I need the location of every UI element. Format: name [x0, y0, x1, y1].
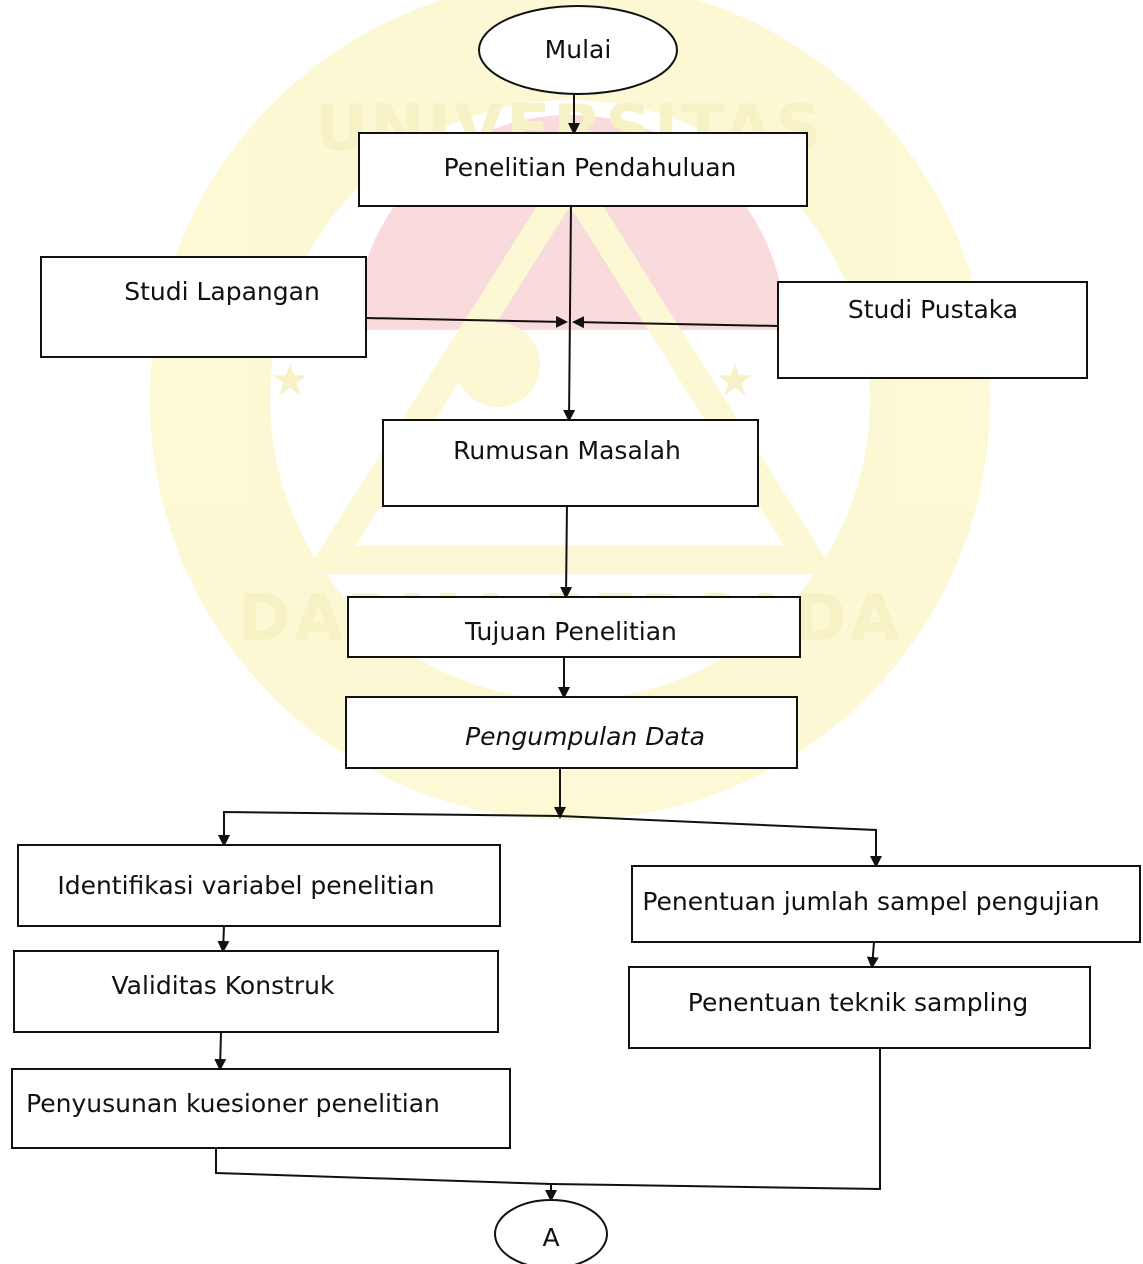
studi-pustaka-label: Studi Pustaka	[848, 295, 1018, 324]
penyusunan-kuesioner-label: Penyusunan kuesioner penelitian	[26, 1089, 440, 1118]
penentuan-teknik-sampling-label: Penentuan teknik sampling	[688, 988, 1028, 1017]
rumusan-masalah-box: Rumusan Masalah	[382, 419, 759, 507]
connector-a-label: A	[542, 1223, 559, 1252]
start-label: Mulai	[545, 35, 612, 64]
edge-pustaka-to-junction	[572, 316, 779, 329]
edge-merge-right	[550, 1048, 881, 1191]
studi-pustaka-box: Studi Pustaka	[777, 281, 1088, 379]
studi-lapangan-box: Studi Lapangan	[40, 256, 367, 358]
edge-lapangan-to-junction	[365, 315, 568, 328]
tujuan-penelitian-box: Tujuan Penelitian	[347, 596, 801, 658]
edge-rumusan-to-tujuan	[560, 502, 573, 599]
edge-jumlah-to-teknik	[866, 941, 879, 969]
edge-split-left	[218, 810, 561, 847]
penentuan-jumlah-sampel-label: Penentuan jumlah sampel pengujian	[642, 887, 1099, 916]
edge-validitas-to-penyusunan	[214, 1031, 227, 1071]
edge-merge-left	[215, 1148, 552, 1185]
validitas-konstruk-label: Validitas Konstruk	[112, 971, 336, 1000]
connector-a-terminal: A	[494, 1199, 608, 1264]
edge-pendahuluan-to-rumusan	[563, 203, 576, 422]
pengumpulan-data-box: Pengumpulan Data	[345, 696, 798, 769]
penentuan-jumlah-sampel-box: Penentuan jumlah sampel pengujian	[631, 865, 1141, 943]
star-icon: ★	[715, 355, 754, 406]
tujuan-penelitian-label: Tujuan Penelitian	[464, 617, 677, 646]
edge-split-right	[559, 815, 882, 868]
penentuan-teknik-sampling-box: Penentuan teknik sampling	[628, 966, 1091, 1049]
edge-identifikasi-to-validitas	[217, 925, 230, 953]
star-icon: ★	[270, 355, 309, 406]
identifikasi-variabel-label: Identifikasi variabel penelitian	[57, 871, 434, 900]
penelitian-pendahuluan-box: Penelitian Pendahuluan	[358, 132, 808, 207]
validitas-konstruk-box: Validitas Konstruk	[13, 950, 499, 1033]
pengumpulan-data-label: Pengumpulan Data	[465, 722, 705, 751]
start-terminal: Mulai	[478, 5, 678, 95]
rumusan-masalah-label: Rumusan Masalah	[453, 436, 681, 465]
flow-connectors	[214, 94, 882, 1202]
identifikasi-variabel-box: Identifikasi variabel penelitian	[17, 844, 501, 927]
penyusunan-kuesioner-box: Penyusunan kuesioner penelitian	[11, 1068, 511, 1149]
penelitian-pendahuluan-label: Penelitian Pendahuluan	[444, 153, 737, 182]
studi-lapangan-label: Studi Lapangan	[124, 277, 320, 306]
